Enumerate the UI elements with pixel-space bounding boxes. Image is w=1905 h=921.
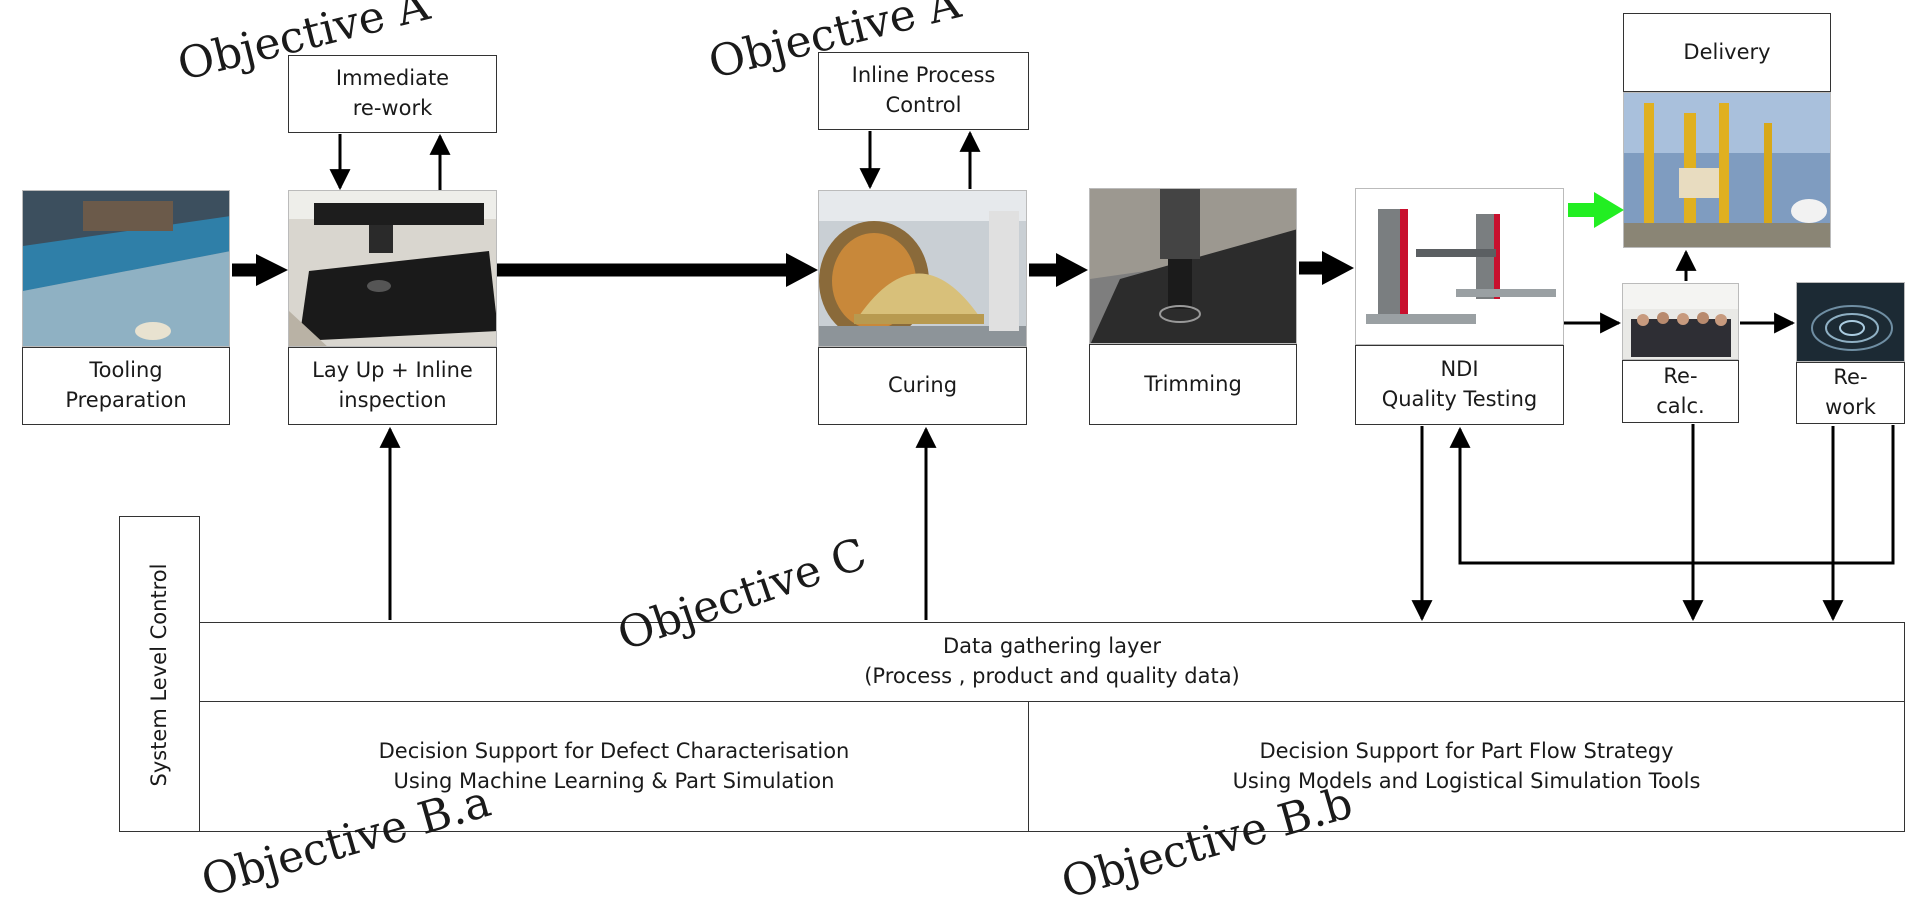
delivery-green-arrow (1568, 192, 1624, 228)
tooling-preparation-label: Tooling Preparation (22, 347, 230, 425)
ndi-photo (1355, 188, 1564, 345)
curing-label: Curing (818, 347, 1027, 425)
recalc-label: Re- calc. (1622, 360, 1739, 423)
immediate-rework-box: Immediate re-work (288, 55, 497, 133)
flow-arrow-curing-to-trimming (1029, 253, 1088, 287)
rework-loop-to-ndi-arrow (1449, 425, 1895, 565)
data-gathering-layer: Data gathering layer (Process , product … (199, 622, 1905, 702)
trimming-photo (1089, 188, 1297, 344)
delivery-label: Delivery (1623, 13, 1831, 92)
layup-photo (288, 190, 497, 347)
curing-photo (818, 190, 1027, 347)
flow-arrow-layup-to-curing (497, 253, 818, 287)
part-flow-strategy-support: Decision Support for Part Flow Strategy … (1028, 701, 1905, 832)
system-level-control-box (119, 516, 200, 832)
trimming-label: Trimming (1089, 344, 1297, 425)
inline-process-control-box: Inline Process Control (818, 52, 1029, 130)
defect-characterisation-support: Decision Support for Defect Characterisa… (199, 701, 1029, 832)
rework-photo (1796, 282, 1905, 362)
layup-inspection-label: Lay Up + Inline inspection (288, 347, 497, 425)
delivery-photo (1623, 92, 1831, 248)
rework-label: Re- work (1796, 362, 1905, 424)
tooling-photo (22, 190, 230, 347)
flow-arrow-trimming-to-ndi (1299, 251, 1354, 285)
flow-arrow-tooling-to-layup (232, 254, 288, 286)
recalc-photo (1622, 283, 1739, 360)
ndi-quality-testing-label: NDI Quality Testing (1355, 345, 1564, 425)
